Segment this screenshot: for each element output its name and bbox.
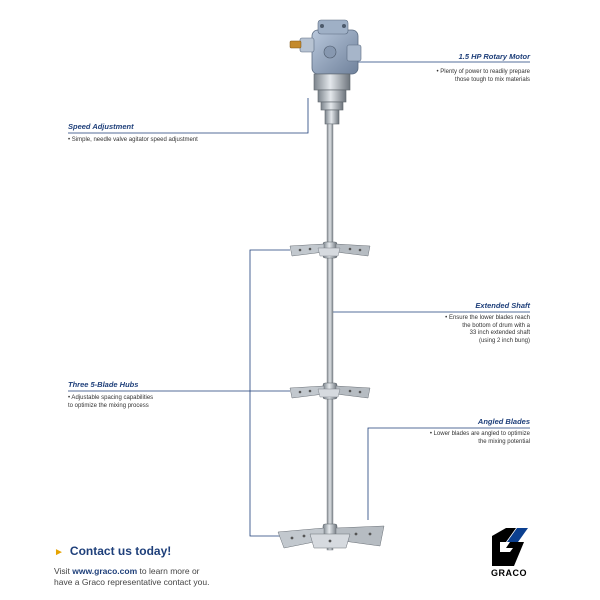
shaft-text-1: • Ensure the lower blades reach <box>445 315 530 321</box>
hubs-callout: Three 5-Blade Hubs • Adjustable spacing … <box>68 380 208 410</box>
blades-text-2: the mixing potential <box>478 438 530 445</box>
arrow-right-icon: ► <box>54 547 64 558</box>
blades-title: Angled Blades <box>477 417 530 426</box>
shaft-icon <box>326 123 334 551</box>
shaft-callout: Extended Shaft • Ensure the lower blades… <box>415 301 530 345</box>
contact-section: ► Contact us today! Visit www.graco.com t… <box>54 544 209 588</box>
contact-title-text: Contact us today! <box>69 544 172 558</box>
contact-title: ► Contact us today! <box>54 544 209 558</box>
blades-leader <box>367 427 530 520</box>
hubs-text-2: to optimize the mixing process <box>68 402 149 409</box>
blades-text-1: • Lower blades are angled to optimize <box>429 431 530 437</box>
shaft-text-3: 33 inch extended shaft <box>469 330 530 336</box>
contact-line-2: have a Graco representative contact you. <box>54 577 210 587</box>
motor-callout: 1.5 HP Rotary Motor • Plenty of power to… <box>415 52 530 84</box>
speed-title: Speed Adjustment <box>68 122 134 131</box>
hub-top-icon <box>289 241 371 259</box>
motor-icon <box>289 19 362 125</box>
hubs-title: Three 5-Blade Hubs <box>68 380 139 389</box>
graco-logo-text: GRACO <box>491 568 527 578</box>
hub-middle-icon <box>289 382 371 400</box>
motor-text-1: • Plenty of power to readily prepare <box>436 69 530 75</box>
speed-leader <box>68 98 309 134</box>
hubs-text-1: • Adjustable spacing capabilities <box>68 395 154 401</box>
leader-lines <box>68 61 530 537</box>
shaft-title: Extended Shaft <box>475 301 530 310</box>
blades-callout: Angled Blades • Lower blades are angled … <box>415 417 530 446</box>
shaft-text-2: the bottom of drum with a <box>462 322 530 329</box>
speed-text-1: • Simple, needle valve agitator speed ad… <box>68 137 198 143</box>
contact-visit-text: Visit <box>54 566 73 576</box>
motor-title: 1.5 HP Rotary Motor <box>458 52 530 61</box>
hubs-leader <box>68 249 290 537</box>
shaft-text-4: (using 2 inch bung) <box>478 337 530 344</box>
graco-logo-icon <box>492 528 528 566</box>
graco-url-link[interactable]: www.graco.com <box>72 566 138 576</box>
hub-bottom-icon <box>277 523 385 549</box>
contact-text: Visit www.graco.com to learn more or hav… <box>54 566 209 588</box>
speed-callout: Speed Adjustment • Simple, needle valve … <box>68 122 248 145</box>
motor-text-2: those tough to mix materials <box>454 76 530 83</box>
contact-learn-text: to learn more or <box>137 566 200 576</box>
